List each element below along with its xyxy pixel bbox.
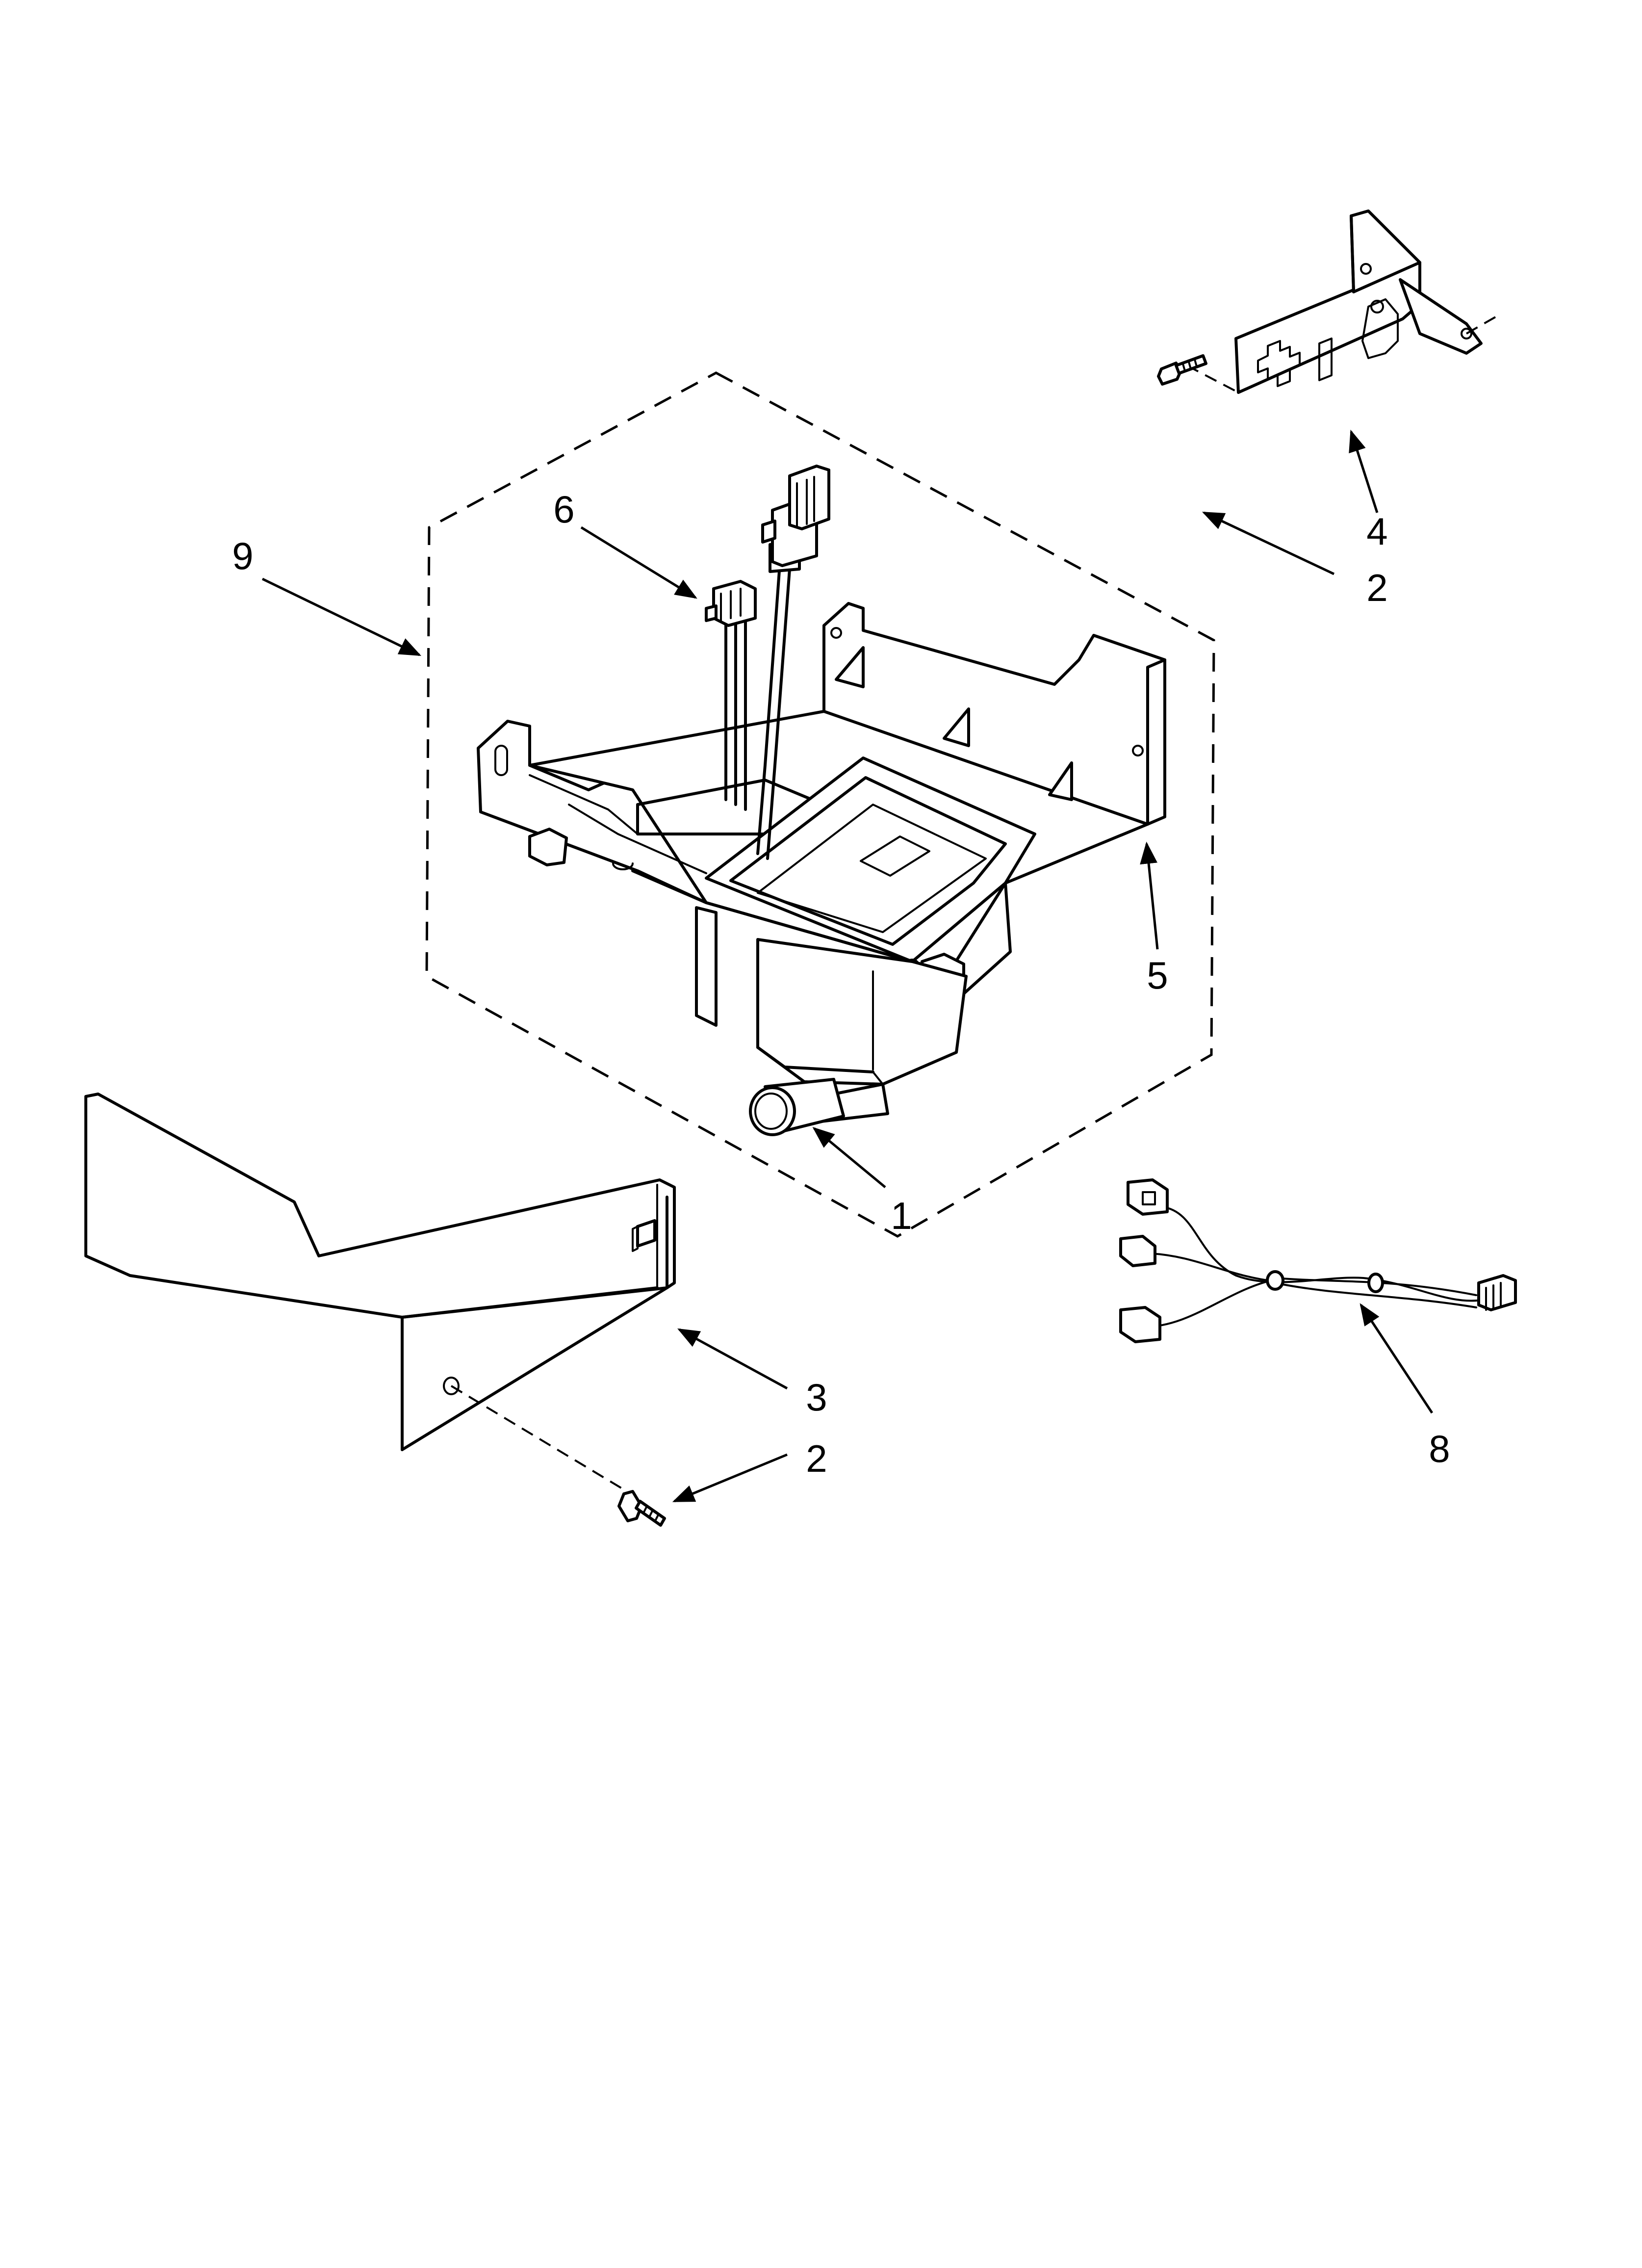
screw-path-line-bottom: [450, 1385, 636, 1497]
callout-5: 5: [1147, 954, 1168, 997]
callout-3: 3: [806, 1376, 827, 1419]
leader-arrow-4: [1349, 429, 1379, 513]
part-pump: [695, 906, 968, 1136]
leader-arrow-3: [677, 1328, 788, 1390]
callout-8: 8: [1429, 1427, 1450, 1470]
leader-arrow-2-top: [1202, 511, 1335, 575]
part-tray: [477, 602, 1166, 1000]
callout-6: 6: [553, 488, 574, 531]
part-screw-top: [1157, 354, 1207, 386]
part-screw-bottom: [617, 1490, 666, 1527]
assembly-outline-dashed: [425, 371, 1215, 1238]
part-wire-harness-connectors: [1119, 1178, 1517, 1343]
callout-2-bottom: 2: [806, 1437, 827, 1480]
screw-path-line-top: [1186, 365, 1239, 393]
callout-9: 9: [232, 534, 253, 577]
callout-2-top: 2: [1366, 566, 1387, 609]
part-sensor-harness: [705, 580, 757, 811]
bracket-mount-line: [1466, 313, 1501, 335]
callout-1: 1: [891, 1194, 912, 1237]
callout-4: 4: [1366, 510, 1387, 553]
leader-arrow-9: [261, 577, 422, 656]
part-wire-harness-vertical: [756, 465, 830, 860]
part-bracket: [1234, 209, 1483, 394]
leader-arrow-2-bottom: [672, 1453, 788, 1503]
leader-arrow-1: [812, 1127, 886, 1188]
leader-arrow-5: [1140, 841, 1159, 950]
leader-arrow-8: [1360, 1303, 1434, 1414]
leader-arrow-6: [580, 526, 697, 599]
part-cover: [84, 1093, 676, 1451]
